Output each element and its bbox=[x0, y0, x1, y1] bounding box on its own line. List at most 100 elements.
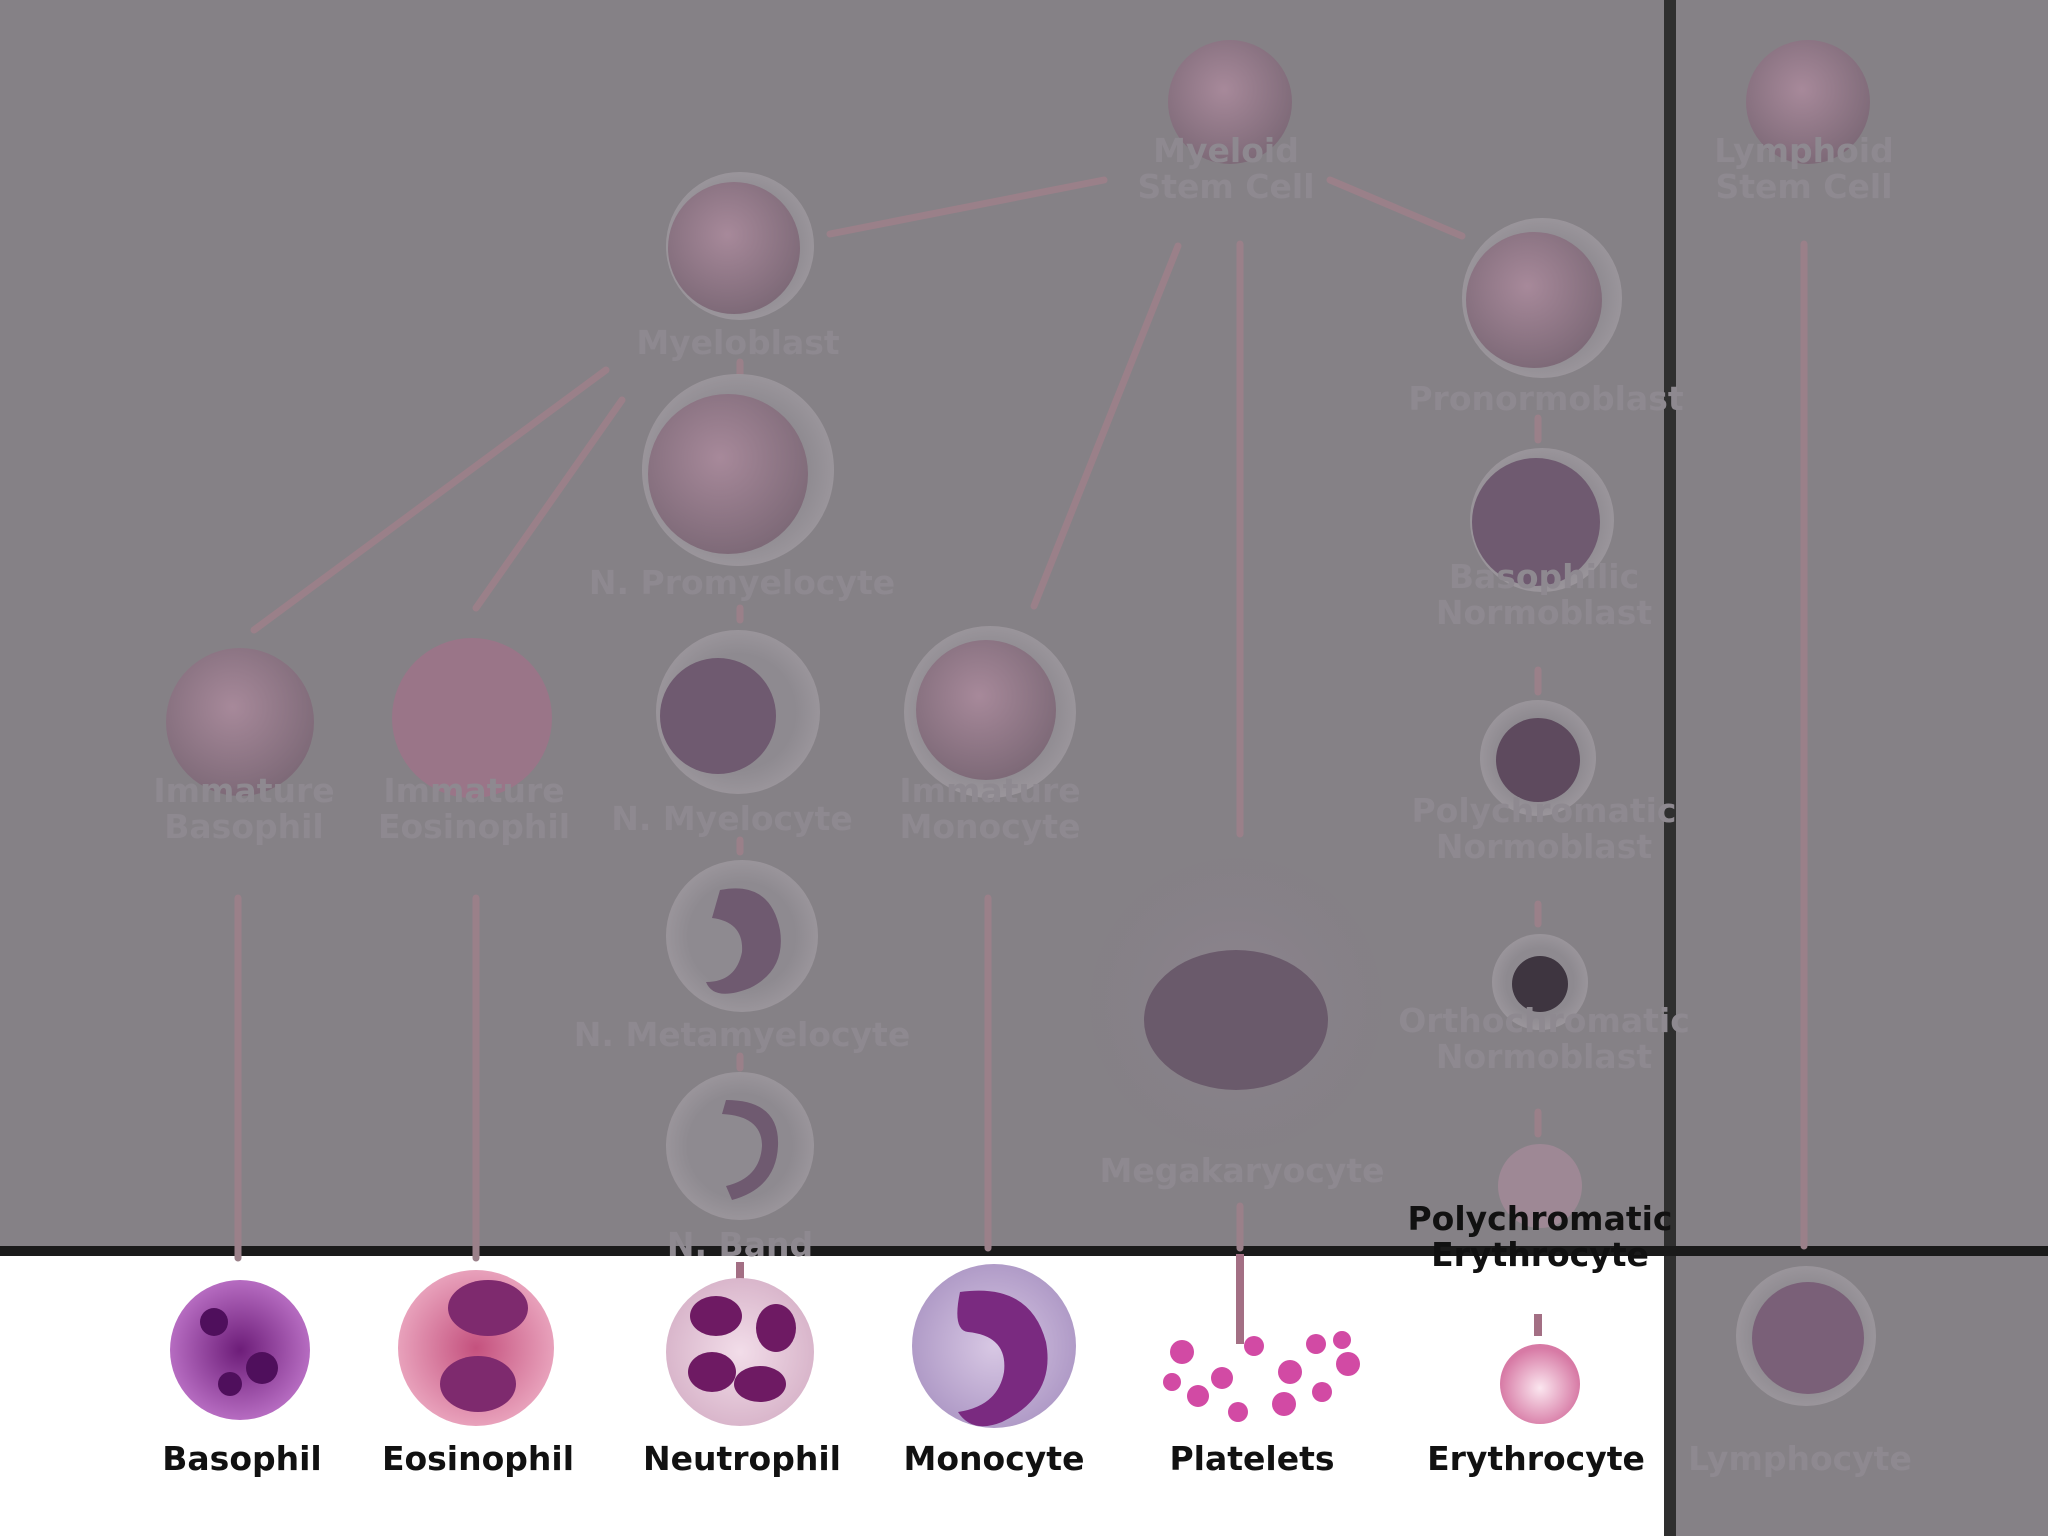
mature-cells bbox=[170, 1264, 1580, 1428]
n-metamyelocyte-nucleus-icon bbox=[706, 888, 781, 994]
line-myeloblast-to-eosinophil bbox=[472, 396, 626, 612]
label-line: Normoblast bbox=[1436, 1037, 1652, 1076]
orthochromatic-normoblast-nucleus-icon bbox=[1512, 956, 1568, 1012]
label-line: Normoblast bbox=[1436, 827, 1652, 866]
label-line: Eosinophil bbox=[382, 1439, 574, 1478]
label-line: N. Promyelocyte bbox=[589, 563, 895, 602]
pronormoblast-nucleus-icon bbox=[1466, 232, 1602, 368]
eosinophil-lobe-icon bbox=[440, 1356, 516, 1412]
label-basophil: Basophil bbox=[162, 1439, 321, 1478]
neutrophil-icon bbox=[666, 1278, 814, 1426]
platelets-icon bbox=[1163, 1331, 1360, 1422]
dim-cells bbox=[166, 40, 1876, 1406]
n-myelocyte-nucleus-icon bbox=[660, 658, 776, 774]
label-line: Pronormoblast bbox=[1408, 379, 1683, 418]
connector-lines-bright bbox=[736, 1254, 1542, 1344]
polychromatic-erythrocyte-icon bbox=[1498, 1144, 1582, 1228]
line-stem-to-myeloblast bbox=[826, 176, 1108, 238]
polychromatic-normoblast-nucleus-icon bbox=[1496, 718, 1580, 802]
erythrocyte-icon bbox=[1500, 1344, 1580, 1424]
label-line: Neutrophil bbox=[643, 1439, 841, 1478]
eosinophil-lobe-icon bbox=[448, 1280, 528, 1336]
label-n-myelocyte: N. Myelocyte bbox=[611, 799, 853, 838]
label-line: Normoblast bbox=[1436, 593, 1652, 632]
basophil-icon bbox=[170, 1280, 310, 1420]
line-stem-to-monocyte bbox=[1030, 242, 1182, 610]
label-line: Erythrocyte bbox=[1431, 1235, 1649, 1274]
divider-horizontal bbox=[0, 1246, 2048, 1256]
label-line: Immature bbox=[899, 771, 1080, 810]
label-line: Basophil bbox=[162, 1439, 321, 1478]
label-n-metamyelocyte: N. Metamyelocyte bbox=[574, 1015, 910, 1054]
label-line: Eosinophil bbox=[378, 807, 570, 846]
immature-eosinophil-icon bbox=[392, 638, 552, 798]
basophil-granule-icon bbox=[218, 1372, 242, 1396]
lymphocyte-nucleus-icon bbox=[1752, 1282, 1864, 1394]
label-line: Myeloid bbox=[1153, 131, 1299, 170]
label-line: Erythrocyte bbox=[1427, 1439, 1645, 1478]
n-band-icon bbox=[666, 1072, 814, 1220]
neutrophil-lobe-icon bbox=[734, 1366, 786, 1402]
neutrophil-lobe-icon bbox=[688, 1352, 736, 1392]
neutrophil-lobe-icon bbox=[756, 1304, 796, 1352]
label-line: Platelets bbox=[1169, 1439, 1334, 1478]
myeloblast-nucleus-icon bbox=[668, 182, 800, 314]
label-line: Basophilic bbox=[1449, 557, 1639, 596]
label-line: Lymphoid bbox=[1714, 131, 1893, 170]
connector-lines bbox=[234, 176, 1808, 1262]
label-n-promyelocyte: N. Promyelocyte bbox=[589, 563, 895, 602]
n-promyelocyte-nucleus-icon bbox=[648, 394, 808, 554]
label-line: N. Metamyelocyte bbox=[574, 1015, 910, 1054]
label-line: N. Myelocyte bbox=[611, 799, 853, 838]
label-myeloblast: Myeloblast bbox=[636, 323, 840, 362]
label-pronormoblast: Pronormoblast bbox=[1408, 379, 1683, 418]
label-line: Lymphocyte bbox=[1688, 1439, 1912, 1478]
label-line: Orthochromatic bbox=[1398, 1001, 1690, 1040]
myeloid-stem-cell-icon bbox=[1168, 40, 1292, 164]
label-line: Monocyte bbox=[900, 807, 1081, 846]
label-megakaryocyte: Megakaryocyte bbox=[1099, 1151, 1384, 1190]
monocyte-nucleus-icon bbox=[957, 1290, 1048, 1427]
label-n-band: N. Band bbox=[667, 1225, 813, 1264]
megakaryocyte-nucleus-icon bbox=[1144, 950, 1328, 1090]
label-monocyte: Monocyte bbox=[904, 1439, 1085, 1478]
overlay-panel-top bbox=[0, 0, 2048, 1250]
label-lymphocyte: Lymphocyte bbox=[1688, 1439, 1912, 1478]
label-line: Polychromatic bbox=[1408, 1199, 1673, 1238]
label-line: Stem Cell bbox=[1137, 167, 1314, 206]
label-platelets: Platelets bbox=[1169, 1439, 1334, 1478]
label-line: N. Band bbox=[667, 1225, 813, 1264]
label-line: Monocyte bbox=[904, 1439, 1085, 1478]
label-eosinophil: Eosinophil bbox=[382, 1439, 574, 1478]
label-line: Immature bbox=[153, 771, 334, 810]
basophilic-normoblast-nucleus-icon bbox=[1472, 458, 1600, 586]
line-myeloblast-to-basophil bbox=[250, 366, 610, 634]
label-line: Megakaryocyte bbox=[1099, 1151, 1384, 1190]
label-line: Myeloblast bbox=[636, 323, 840, 362]
divider-vertical bbox=[1664, 0, 1676, 1536]
immature-basophil-icon bbox=[166, 648, 314, 796]
lymphoid-stem-cell-icon bbox=[1746, 40, 1870, 164]
immature-monocyte-nucleus-icon bbox=[916, 640, 1056, 780]
line-stem-to-pronormoblast bbox=[1326, 176, 1466, 240]
label-neutrophil: Neutrophil bbox=[643, 1439, 841, 1478]
basophil-granule-icon bbox=[200, 1308, 228, 1336]
label-line: Polychromatic bbox=[1412, 791, 1677, 830]
basophil-granule-icon bbox=[246, 1352, 278, 1384]
label-erythrocyte: Erythrocyte bbox=[1427, 1439, 1645, 1478]
label-line: Immature bbox=[383, 771, 564, 810]
n-band-nucleus-icon bbox=[722, 1100, 779, 1200]
label-line: Basophil bbox=[164, 807, 323, 846]
